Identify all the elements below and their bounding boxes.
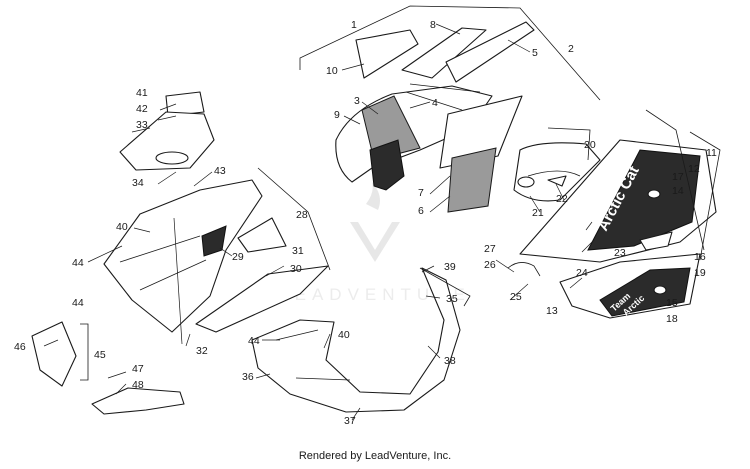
callout-41: 41	[136, 87, 148, 99]
callout-6: 6	[418, 205, 424, 217]
callout-9: 9	[334, 109, 340, 121]
callout-4: 4	[432, 97, 438, 109]
callout-3: 3	[354, 95, 360, 107]
watermark-logo: LEADVENTURE	[279, 182, 471, 304]
callout-32: 32	[196, 345, 208, 357]
callout-40-belly: 40	[116, 221, 128, 233]
callout-39: 39	[444, 261, 456, 273]
callout-25: 25	[510, 291, 522, 303]
callout-48: 48	[132, 379, 144, 391]
nose-group	[251, 267, 461, 413]
callout-47: 47	[132, 363, 144, 375]
callout-34: 34	[132, 177, 144, 189]
callout-14: 14	[672, 185, 684, 197]
callout-17: 17	[672, 171, 684, 183]
callout-1: 1	[351, 19, 357, 31]
callout-30: 30	[290, 263, 302, 275]
callout-24: 24	[576, 267, 588, 279]
footer-credit: Rendered by LeadVenture, Inc.	[298, 450, 452, 462]
callout-5: 5	[532, 47, 538, 59]
callout-12: 12	[688, 163, 700, 175]
callouts: 1 2 3 4 5 6 7 8 9 10 11 12 13 14 15 16 1…	[14, 19, 717, 427]
callout-46: 46	[14, 341, 26, 353]
callout-40-nose: 40	[338, 329, 350, 341]
watermark-text: LEADVENTURE	[279, 285, 471, 304]
callout-27: 27	[484, 243, 496, 255]
callout-33: 33	[136, 119, 148, 131]
callout-16: 16	[694, 251, 706, 263]
callout-21: 21	[532, 207, 544, 219]
callout-31: 31	[292, 245, 304, 257]
callout-11: 11	[706, 147, 717, 159]
console-group	[119, 91, 215, 171]
callout-45: 45	[94, 349, 106, 361]
callout-28: 28	[296, 209, 308, 221]
callout-13: 13	[546, 305, 558, 317]
callout-22: 22	[556, 193, 568, 205]
callout-19: 19	[694, 267, 706, 279]
callout-29: 29	[232, 251, 244, 263]
callout-2: 2	[568, 43, 574, 55]
callout-20: 20	[584, 139, 596, 151]
callout-42: 42	[136, 103, 148, 115]
brackets	[80, 5, 721, 381]
callout-44-side: 44	[72, 297, 84, 309]
callout-37: 37	[344, 415, 356, 427]
lower-left-group	[31, 321, 185, 415]
callout-36: 36	[242, 371, 254, 383]
callout-18: 18	[666, 313, 678, 325]
callout-7: 7	[418, 187, 424, 199]
callout-26: 26	[484, 259, 496, 271]
callout-38: 38	[444, 355, 456, 367]
belly-pan-group	[103, 179, 329, 345]
callout-8: 8	[430, 19, 436, 31]
callout-15: 15	[666, 297, 678, 309]
callout-44-belly: 44	[72, 257, 84, 269]
callout-44-nose: 44	[248, 335, 260, 347]
windshield-group	[335, 21, 535, 213]
callout-43: 43	[214, 165, 226, 177]
callout-35: 35	[446, 293, 458, 305]
callout-10: 10	[326, 65, 338, 77]
callout-23: 23	[614, 247, 626, 259]
side-panel-group: Arctic Cat Team Arctic	[507, 139, 717, 319]
leader-lines	[43, 23, 595, 421]
